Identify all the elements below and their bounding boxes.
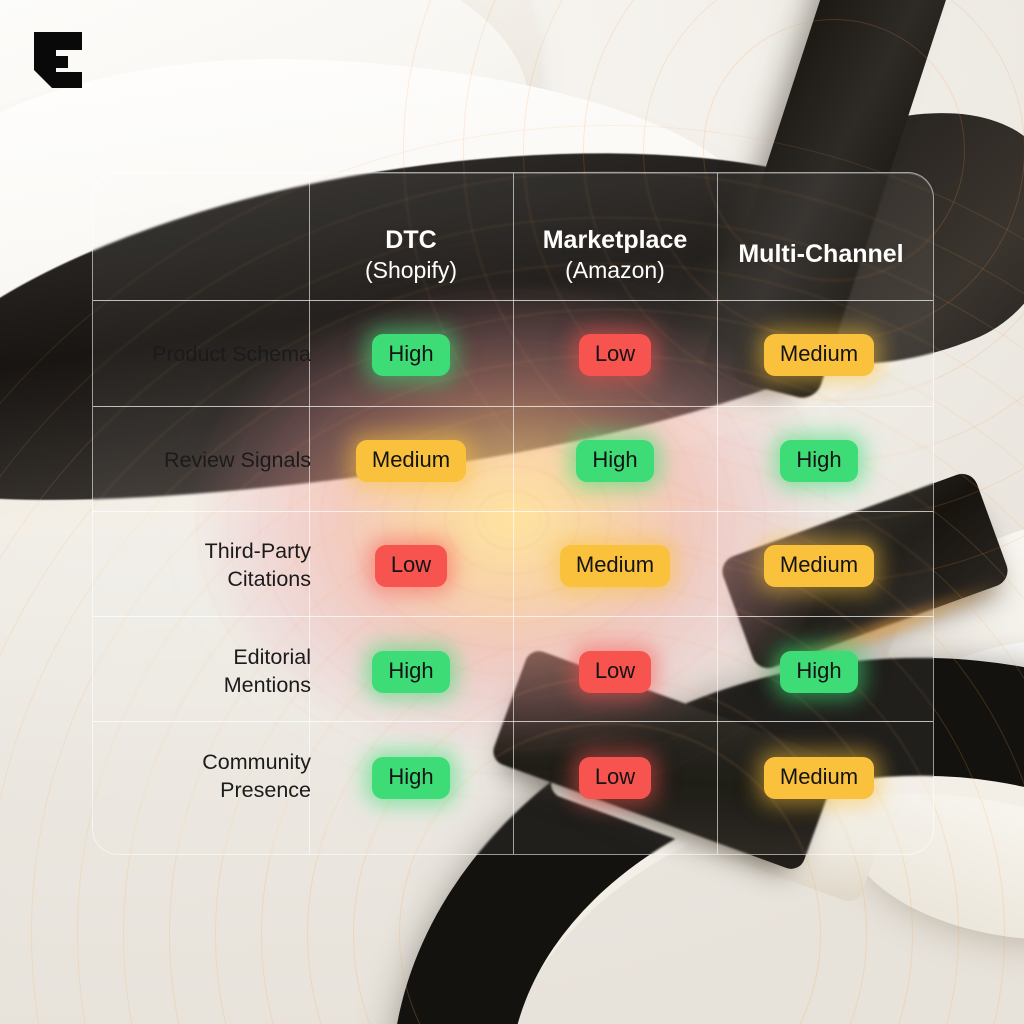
- grid-vline-1: [309, 173, 310, 854]
- status-badge: Medium: [763, 334, 875, 376]
- cell-r5c2: Low: [513, 754, 717, 802]
- grid-vline-3: [717, 173, 718, 854]
- status-badge: Low: [374, 545, 448, 587]
- grid-hline-3: [93, 616, 933, 617]
- status-badge: Low: [578, 651, 652, 693]
- status-badge: High: [780, 440, 858, 482]
- status-badge: Medium: [763, 545, 875, 587]
- column-header-title: Multi-Channel: [738, 240, 904, 268]
- status-badge: High: [372, 757, 450, 799]
- comparison-card: DTC (Shopify) Marketplace (Amazon) Multi…: [92, 172, 934, 855]
- cell-r2c2: High: [513, 437, 717, 485]
- status-badge: High: [576, 440, 654, 482]
- cell-r1c3: Medium: [717, 331, 921, 379]
- status-badge: Low: [578, 334, 652, 376]
- cell-r3c3: Medium: [717, 542, 921, 590]
- cell-r5c1: High: [309, 754, 513, 802]
- row-label-review-signals: Review Signals: [164, 448, 311, 472]
- cell-r1c1: High: [309, 331, 513, 379]
- grid-hline-4: [93, 721, 933, 722]
- grid-hline-header: [93, 300, 933, 301]
- column-header-title: Marketplace: [542, 226, 688, 254]
- cell-r4c1: High: [309, 648, 513, 696]
- cell-r1c2: Low: [513, 331, 717, 379]
- cell-r3c1: Low: [309, 542, 513, 590]
- status-badge: Medium: [355, 440, 467, 482]
- status-badge: Medium: [763, 757, 875, 799]
- column-header-subtitle: (Amazon): [565, 257, 665, 283]
- column-header-multi-channel: Multi-Channel: [713, 239, 929, 269]
- cell-r4c3: High: [717, 648, 921, 696]
- cell-r3c2: Medium: [513, 542, 717, 590]
- column-header-marketplace: Marketplace (Amazon): [513, 225, 717, 285]
- column-header-title: DTC: [385, 226, 437, 254]
- c-bracket-logo-icon: [32, 30, 88, 90]
- status-badge: Low: [578, 757, 652, 799]
- cell-r5c3: Medium: [717, 754, 921, 802]
- grid-hline-2: [93, 511, 933, 512]
- status-badge: High: [372, 651, 450, 693]
- cell-r2c3: High: [717, 437, 921, 485]
- status-badge: Medium: [559, 545, 671, 587]
- cell-r2c1: Medium: [309, 437, 513, 485]
- cell-r4c2: Low: [513, 648, 717, 696]
- grid-hline-1: [93, 406, 933, 407]
- status-badge: High: [780, 651, 858, 693]
- row-label-product-schema: Product Schema: [152, 342, 311, 366]
- comparison-table: DTC (Shopify) Marketplace (Amazon) Multi…: [93, 173, 933, 854]
- column-header-subtitle: (Shopify): [364, 257, 458, 283]
- grid-vline-2: [513, 173, 514, 854]
- status-badge: High: [372, 334, 450, 376]
- column-header-dtc: DTC (Shopify): [309, 225, 513, 285]
